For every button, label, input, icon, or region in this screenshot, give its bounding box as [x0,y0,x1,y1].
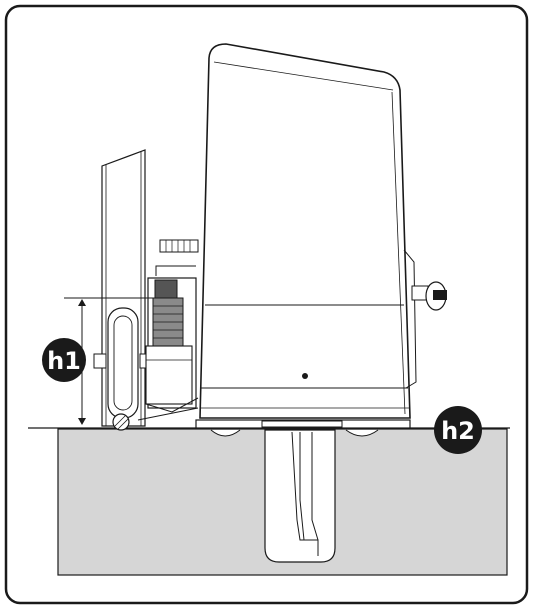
key-icon [411,281,447,311]
guide-rail [112,413,130,431]
h2-label-text: h2 [441,417,475,445]
rack-gear-icon [137,239,199,421]
base-plate [195,419,411,437]
gate-motor-icon [199,43,417,419]
h2-label: h2 [434,406,482,454]
h1-label-text: h1 [47,347,81,375]
foundation-slot [264,429,336,563]
h1-label: h1 [42,338,86,382]
